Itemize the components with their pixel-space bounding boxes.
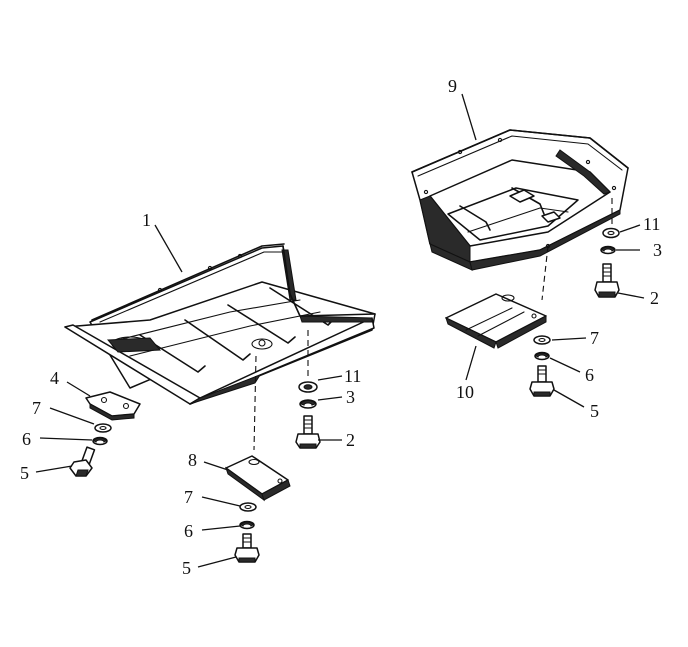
bolt-part-5-mid xyxy=(234,533,260,563)
callout-11-left: 11 xyxy=(344,366,361,386)
callout-11-right: 11 xyxy=(643,214,660,234)
leader-lines xyxy=(35,93,645,568)
callout-6-left: 6 xyxy=(22,429,31,449)
callout-7-right: 7 xyxy=(590,328,599,348)
callout-3-left: 3 xyxy=(346,387,355,407)
callout-10: 10 xyxy=(456,382,474,402)
callout-5-left: 5 xyxy=(20,463,29,483)
callout-6-right: 6 xyxy=(585,365,594,385)
callout-4: 4 xyxy=(50,368,59,388)
bolt-part-5-right xyxy=(529,365,555,397)
cover-plate-part-10 xyxy=(445,293,547,349)
undercover-part-1 xyxy=(64,243,376,405)
washer-part-7-right xyxy=(533,335,551,345)
spring-washer-part-3-left xyxy=(299,399,317,409)
callout-5-right: 5 xyxy=(590,401,599,421)
callout-9: 9 xyxy=(448,76,457,96)
callout-8: 8 xyxy=(188,450,197,470)
callout-7-left: 7 xyxy=(32,398,41,418)
spring-washer-part-3-right xyxy=(600,245,616,255)
callout-6-mid: 6 xyxy=(184,521,193,541)
bolt-part-2-right xyxy=(594,263,620,298)
washer-part-11-left xyxy=(298,381,318,393)
callout-5-mid: 5 xyxy=(182,558,191,578)
lock-washer-part-6-left xyxy=(92,436,108,446)
callout-labels: 1 4 7 6 5 11 3 2 8 7 6 5 9 10 11 3 2 7 6… xyxy=(20,76,662,578)
lock-washer-part-6-mid xyxy=(239,520,255,530)
bracket-plate-part-4 xyxy=(85,391,141,421)
cover-plate-part-8 xyxy=(225,455,291,502)
washer-part-7-left xyxy=(94,423,112,433)
washer-part-7-mid xyxy=(239,502,257,512)
callout-2-left: 2 xyxy=(346,430,355,450)
callout-1: 1 xyxy=(142,210,151,230)
lock-washer-part-6-right xyxy=(534,351,550,361)
bolt-part-5-left xyxy=(69,446,96,477)
callout-3-right: 3 xyxy=(653,240,662,260)
bolt-part-2-left xyxy=(295,415,321,449)
callout-2-right: 2 xyxy=(650,288,659,308)
washer-part-11-right xyxy=(602,227,620,239)
callout-7-mid: 7 xyxy=(184,487,193,507)
undercover-part-9 xyxy=(411,129,629,271)
